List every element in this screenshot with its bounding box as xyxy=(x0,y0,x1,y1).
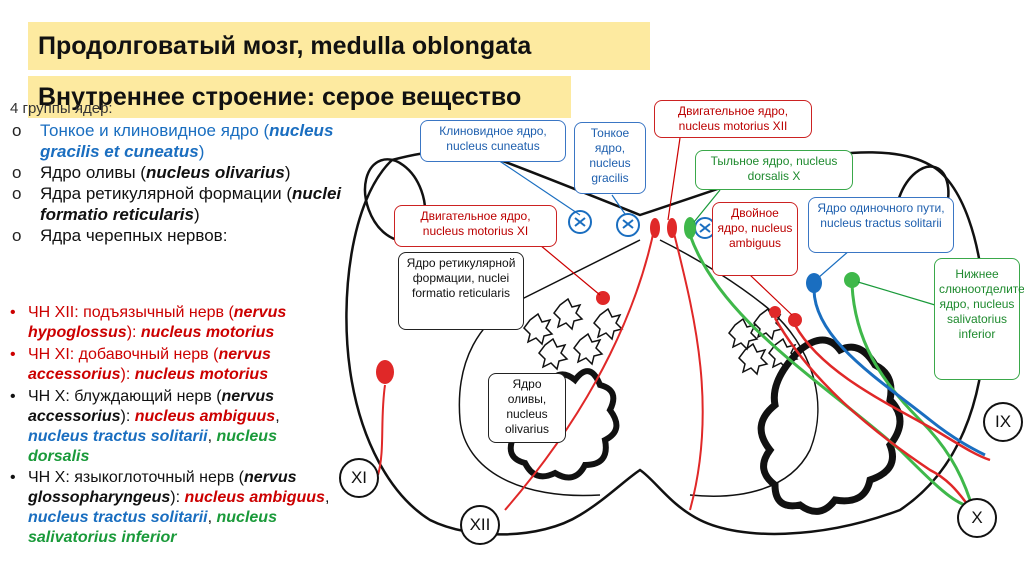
nerve-xii-fiber-left xyxy=(504,224,656,511)
nerve-nucleus: nucleus salivatorius inferior xyxy=(28,509,277,546)
list-text: ) xyxy=(194,205,200,224)
nerve-item-xi: • ЧН XI: добавочный нерв (nervus accesso… xyxy=(10,345,338,385)
inner-contour-right xyxy=(659,239,819,497)
bullet-icon: o xyxy=(12,184,22,203)
nerve-item-x: • ЧН X: блуждающий нерв (nervus accessor… xyxy=(10,387,338,467)
nucleus-xii-left xyxy=(650,218,660,238)
nerve-text: , xyxy=(207,509,217,526)
reticular-neurons-left xyxy=(523,297,624,371)
label-nucleus-cuneatus: Клиновидное ядро, nucleus cuneatus xyxy=(420,120,566,162)
nerve-nucleus: nucleus tractus solitarii xyxy=(28,509,208,526)
nerve-nucleus: nucleus ambiguus xyxy=(134,408,276,425)
nerve-nucleus: nucleus tractus solitarii xyxy=(28,428,208,445)
list-text: Ядро оливы ( xyxy=(40,163,146,182)
list-item-olive: o Ядро оливы (nucleus olivarius) xyxy=(12,162,342,183)
nerve-latin: nervus hypoglossus xyxy=(28,304,287,341)
bullet-icon: • xyxy=(10,346,16,363)
bullet-icon: • xyxy=(10,388,16,405)
list-text: Ядра ретикулярной формации ( xyxy=(40,184,293,203)
fiber-green-2 xyxy=(850,284,972,501)
nucleus-salivatorius xyxy=(844,272,860,288)
bullet-icon: o xyxy=(12,163,22,182)
nerve-text: , xyxy=(275,408,280,425)
label-nucleus-solitarii: Ядро одиночного пути, nucleus tractus so… xyxy=(808,197,954,253)
nerve-nucleus: nucleus ambiguus xyxy=(184,489,325,506)
nucleus-ambiguus-b xyxy=(788,313,802,327)
label-nucleus-motorius-xii: Двигательное ядро, nucleus motorius XII xyxy=(654,100,812,138)
leader-lines xyxy=(497,137,936,316)
list-term: nucleus gracilis et cuneatus xyxy=(40,121,334,161)
list-item-cranial: o Ядра черепных нервов: xyxy=(12,225,342,246)
cranial-nerve-x-marker: X xyxy=(957,498,997,538)
nerve-item-xii: • ЧН XII: подъязычный нерв (nervus hypog… xyxy=(10,303,338,343)
bullet-icon: • xyxy=(10,304,16,321)
list-item-reticular: o Ядра ретикулярной формации (nuclei for… xyxy=(12,183,342,225)
groups-label: 4 группы ядер: xyxy=(10,100,113,117)
nuclei-groups-list: o Тонкое и клиновидное ядро (nucleus gra… xyxy=(12,120,342,246)
nerve-nucleus: nucleus motorius xyxy=(134,366,269,383)
nerve-text: , xyxy=(324,489,330,506)
cranial-nerve-ix-marker: IX xyxy=(983,402,1023,442)
list-term: nucleus olivarius xyxy=(145,163,285,182)
nucleus-xi xyxy=(376,360,394,384)
list-text: ) xyxy=(284,163,291,182)
label-nucleus-dorsalis: Тыльное ядро, nucleus dorsalis X xyxy=(695,150,853,190)
nerve-xii-fiber-right xyxy=(671,224,704,511)
nerve-latin: nervus accessorius xyxy=(28,346,271,383)
fiber-red-2 xyxy=(773,317,969,506)
nerve-text: ): xyxy=(120,408,135,425)
fiber-red-1 xyxy=(793,324,991,462)
nerve-xi-fiber xyxy=(377,384,386,476)
nerve-text: , xyxy=(207,428,217,445)
list-term: nuclei formatio reticularis xyxy=(40,184,342,224)
nucleus-dorsalis-x xyxy=(684,217,696,239)
label-nucleus-motorius-xi: Двигательное ядро, nucleus motorius XI xyxy=(394,205,557,247)
olive-left xyxy=(503,368,620,481)
nerve-item-ix: • ЧН X: языкоглоточный нерв (nervus glos… xyxy=(10,468,338,548)
label-nucleus-olivarius: Ядро оливы, nucleus olivarius xyxy=(488,373,566,443)
nerve-text: ЧН XI: добавочный нерв ( xyxy=(28,346,219,363)
nerve-text: ): xyxy=(170,489,185,506)
nerve-latin: nervus accessorius xyxy=(28,388,274,425)
nerve-text: ЧН X: блуждающий нерв ( xyxy=(28,388,222,405)
label-nucleus-salivatorius: Нижнее слюноотделительное ядро, nucleus … xyxy=(934,258,1024,380)
bullet-icon: o xyxy=(12,226,22,245)
nerve-text: ): xyxy=(120,366,135,383)
bullet-icon: • xyxy=(10,469,16,486)
page-subtitle: Внутреннее строение: серое вещество xyxy=(28,76,571,118)
label-nucleus-gracilis: Тонкое ядро, nucleus gracilis xyxy=(574,122,646,194)
nerve-text: ЧН XII: подъязычный нерв ( xyxy=(28,304,234,321)
inner-contour-left xyxy=(458,239,641,497)
fiber-blue xyxy=(812,289,986,457)
nerve-latin: nervus glossopharyngeus xyxy=(28,469,297,506)
list-text: Ядра черепных нервов: xyxy=(40,226,228,245)
cranial-nerve-xi-marker: XI xyxy=(339,458,379,498)
nerve-nucleus: nucleus dorsalis xyxy=(28,428,277,465)
label-reticular-formation: Ядро ретикулярной формации, nuclei forma… xyxy=(398,252,524,330)
medulla-outline xyxy=(345,149,987,536)
cranial-nerve-xii-marker: XII xyxy=(460,505,500,545)
label-nucleus-ambiguus: Двойное ядро, nucleus ambiguus xyxy=(712,202,798,276)
bullet-icon: o xyxy=(12,121,22,140)
nerve-nucleus: nucleus motorius xyxy=(140,324,275,341)
list-text: ) xyxy=(198,142,205,161)
list-item-gracilis: o Тонкое и клиновидное ядро (nucleus gra… xyxy=(12,120,342,162)
nerve-text: ЧН X: языкоглоточный нерв ( xyxy=(28,469,245,486)
list-text: Тонкое и клиновидное ядро ( xyxy=(40,121,270,140)
nerve-text: ): xyxy=(126,324,141,341)
nucleus-ambiguus-a xyxy=(769,306,781,318)
nucleus-xii-right xyxy=(667,218,677,238)
page-title: Продолговатый мозг, medulla oblongata xyxy=(28,22,650,70)
